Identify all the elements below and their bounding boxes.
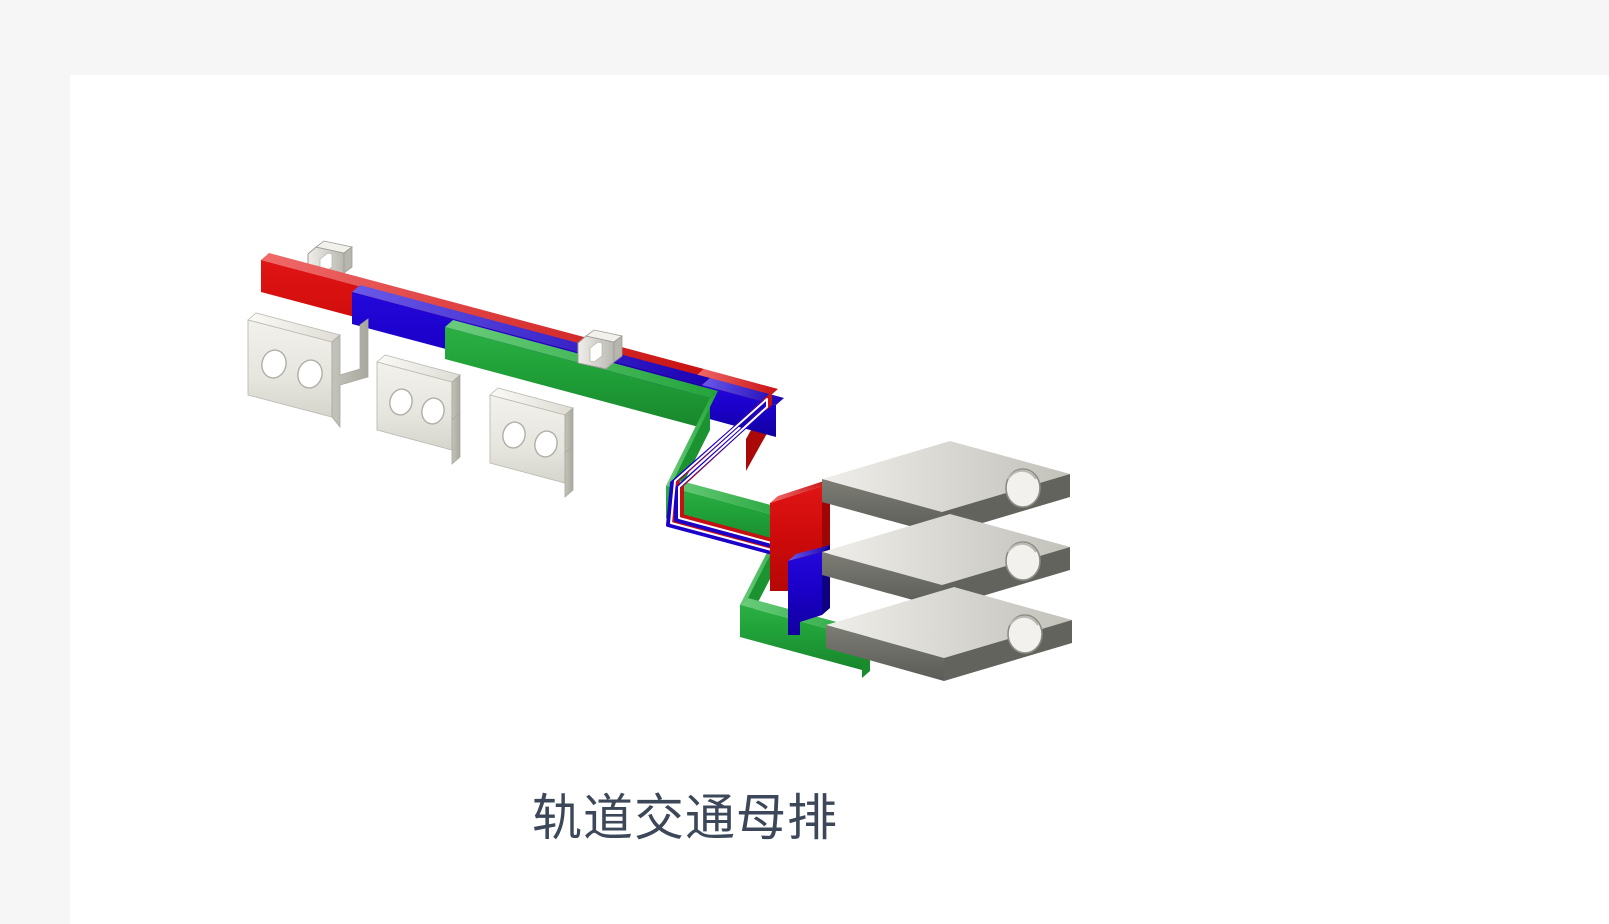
product-caption: 轨道交通母排 — [532, 790, 838, 846]
mounting-bracket-2[interactable] — [376, 354, 461, 465]
mounting-bracket-3[interactable] — [489, 387, 574, 498]
terminal-lug-3[interactable] — [826, 587, 1072, 681]
product-image-figure[interactable] — [70, 75, 1230, 795]
retaining-clip-2 — [577, 329, 623, 370]
busbar-3d-render[interactable] — [70, 75, 1230, 795]
terminal-lug-2[interactable] — [822, 514, 1070, 608]
mounting-bracket-1[interactable] — [247, 312, 369, 429]
product-card: 轨道交通母排 — [70, 75, 1609, 924]
terminal-lug-1[interactable] — [822, 441, 1070, 535]
laminated-edge-stripes — [666, 394, 799, 560]
